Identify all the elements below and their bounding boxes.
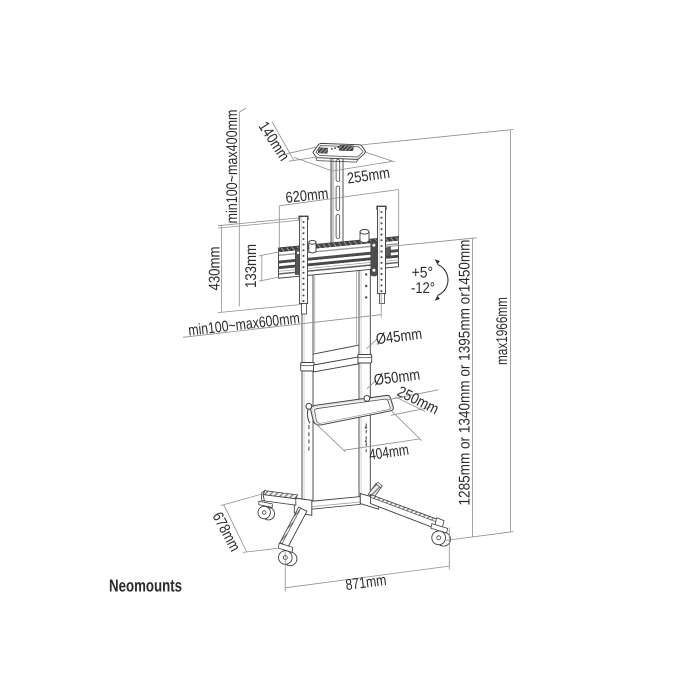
svg-text:+5°: +5° — [412, 265, 434, 282]
svg-text:255mm: 255mm — [346, 165, 391, 188]
svg-text:Neomounts: Neomounts — [109, 576, 182, 596]
svg-text:min100~max400mm: min100~max400mm — [224, 110, 241, 224]
svg-text:1285mm or 1340mm or 1395mm or1: 1285mm or 1340mm or 1395mm or1450mm — [456, 240, 473, 506]
svg-text:620mm: 620mm — [285, 185, 330, 206]
svg-text:871mm: 871mm — [345, 572, 388, 594]
svg-text:430mm: 430mm — [207, 247, 224, 291]
svg-text:404mm: 404mm — [368, 442, 410, 464]
svg-text:133mm: 133mm — [243, 244, 260, 288]
svg-text:Ø50mm: Ø50mm — [373, 367, 421, 390]
svg-text:-12°: -12° — [411, 280, 435, 297]
svg-text:max1966mm: max1966mm — [494, 297, 511, 365]
svg-text:Ø45mm: Ø45mm — [375, 326, 423, 349]
